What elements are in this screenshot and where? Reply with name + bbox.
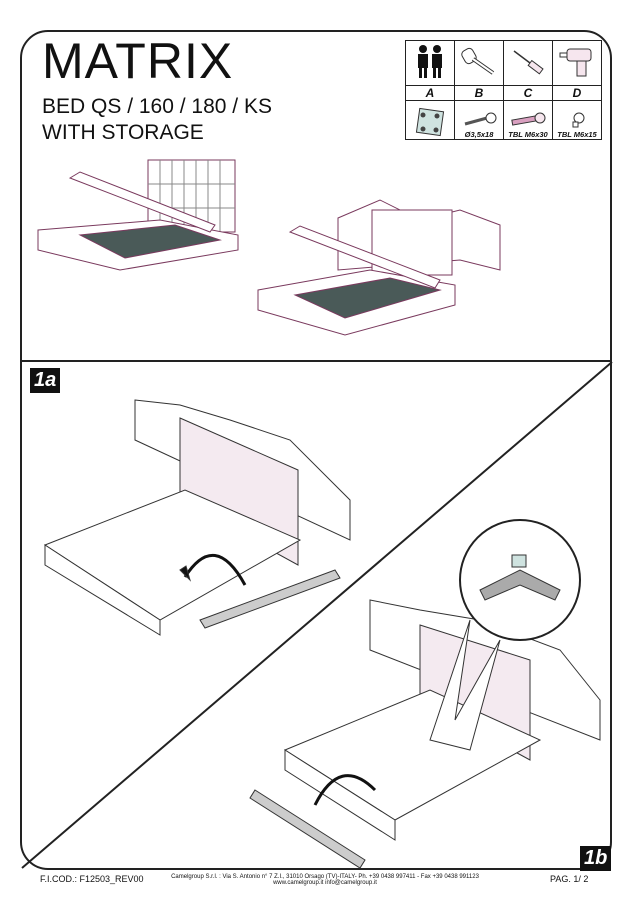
part-a-plate <box>405 100 455 140</box>
drill-icon <box>552 40 602 86</box>
step-label-1a: 1a <box>30 368 61 393</box>
two-persons-icon <box>405 40 455 86</box>
part-c: TBL M6x30 <box>503 100 553 140</box>
footer-company: Camelgroup S.r.l. : Via S. Antonio n° 7 … <box>155 874 495 886</box>
step-divider <box>21 361 613 869</box>
footer-company-contacts: www.camelgroup.it info@camelgroup.it <box>273 880 377 886</box>
bolt-icon <box>511 112 546 126</box>
footer-page: PAG. 1/ 2 <box>550 874 589 884</box>
header-divider <box>20 360 612 362</box>
part-d: TBL M6x15 <box>552 100 602 140</box>
footer-company-address: Camelgroup S.r.l. : Via S. Antonio n° 7 … <box>171 874 479 880</box>
product-title: MATRIX <box>42 33 234 89</box>
part-b: Ø3,5x18 <box>454 100 504 140</box>
part-c-label: TBL M6x30 <box>508 130 548 139</box>
step-label-1b: 1b <box>580 846 612 871</box>
bed-illustration-2 <box>257 199 501 336</box>
short-bolt-icon <box>572 112 585 128</box>
corner-plate-icon <box>415 107 445 137</box>
step-1a-illustration <box>43 399 351 636</box>
tools-parts-table: A B C D Ø3,5x18 TBL M6x30 TBL M6x15 <box>405 40 602 140</box>
product-subtitle-2: WITH STORAGE <box>42 121 204 144</box>
part-b-label: Ø3,5x18 <box>464 130 494 139</box>
part-d-label: TBL M6x15 <box>557 130 597 139</box>
screw-icon <box>464 112 497 126</box>
page-frame <box>20 30 612 870</box>
step-1b-illustration <box>249 519 601 869</box>
screwdriver-icon <box>503 40 553 86</box>
product-subtitle: BED QS / 160 / 180 / KS <box>42 95 272 118</box>
footer-code: F.I.COD.: F12503_REV00 <box>40 874 144 884</box>
bed-illustration-1 <box>37 159 239 271</box>
